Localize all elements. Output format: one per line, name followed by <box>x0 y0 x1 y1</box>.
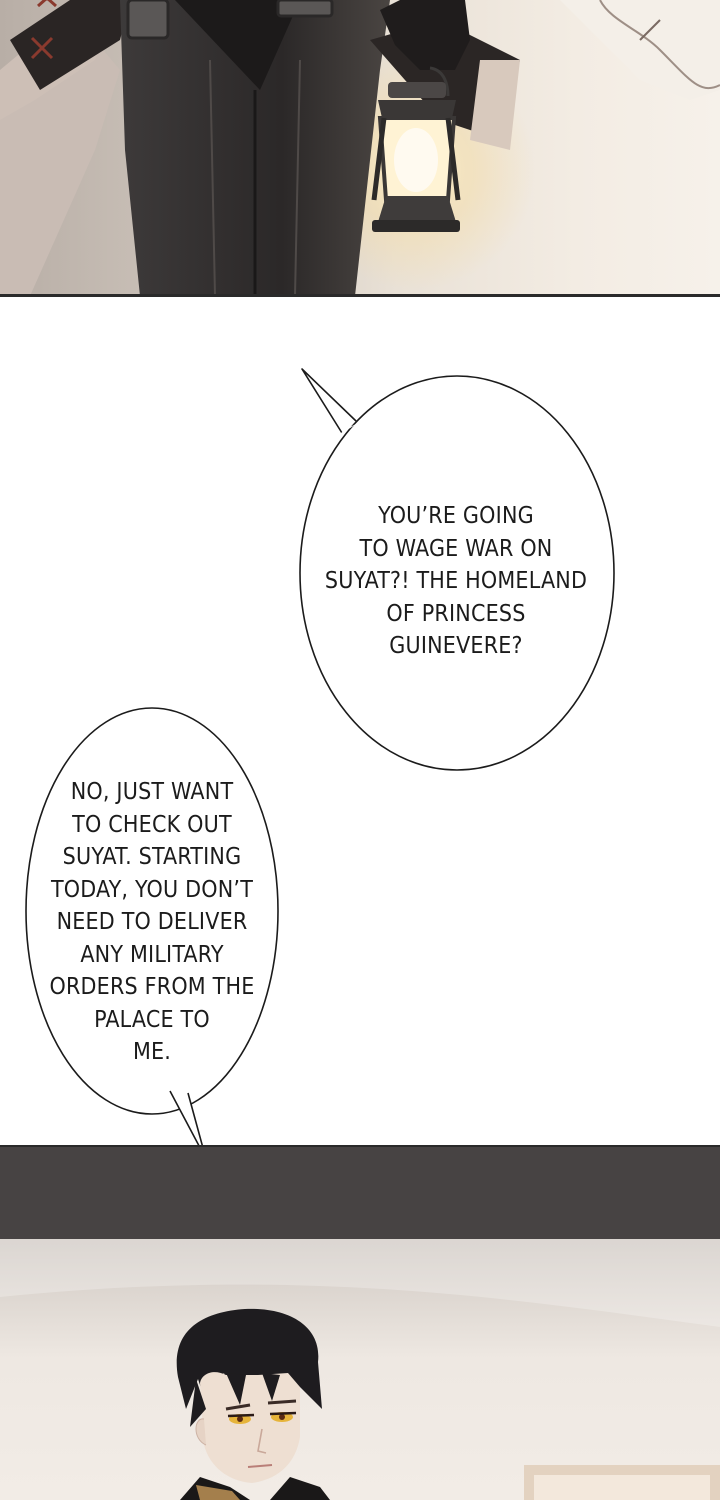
bubble-line: ORDERS FROM THE <box>49 974 255 1000</box>
bubble-line: PALACE TO <box>94 1006 210 1033</box>
speech-bubble-shapes <box>25 368 615 1147</box>
panel-divider-bottom <box>0 1145 720 1148</box>
bottom-comic-panel <box>0 1147 720 1500</box>
bubble-line: ME. <box>132 1039 172 1065</box>
panel-divider-top <box>0 294 720 297</box>
bubble-line: SUYAT. STARTING <box>62 844 242 870</box>
bubble-line: OF PRINCESS <box>386 600 526 627</box>
bubble-line: YOU’RE GOING <box>378 503 534 529</box>
bubble-line: ANY MILITARY <box>80 941 224 968</box>
speech-bubble-listener: YOU’RE GOING TO WAGE WAR ON SUYAT?! THE … <box>306 500 606 663</box>
lantern-icon <box>371 66 461 232</box>
top-comic-panel <box>0 0 720 296</box>
bubble-line: NEED TO DELIVER <box>56 909 248 935</box>
bubble-line: TODAY, YOU DON’T <box>50 876 254 903</box>
lantern-scene-illustration <box>0 0 720 296</box>
prince-portrait-illustration <box>0 1147 720 1500</box>
speech-bubble-prince: NO, JUST WANT TO CHECK OUT SUYAT. STARTI… <box>32 776 272 1069</box>
bubble-line: TO WAGE WAR ON <box>359 535 553 562</box>
bubble-line: GUINEVERE? <box>389 633 523 659</box>
bubble-line: TO CHECK OUT <box>72 811 232 838</box>
bubble-line: NO, JUST WANT <box>70 779 234 805</box>
dialogue-gutter: YOU’RE GOING TO WAGE WAR ON SUYAT?! THE … <box>0 297 720 1147</box>
bubble-line: SUYAT?! THE HOMELAND <box>324 568 588 594</box>
